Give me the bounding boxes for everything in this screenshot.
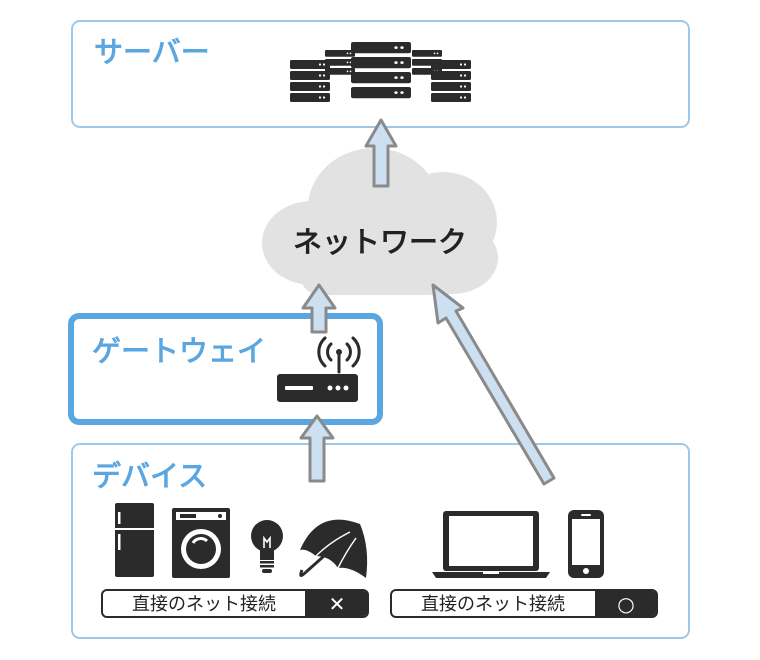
arrow-devices-to-network [431,283,556,486]
no-connection-mark: ✕ [329,592,346,616]
network-cloud: ネットワーク [262,148,498,295]
server-title: サーバー [94,35,210,69]
connection-label: 直接のネット接続 [421,594,565,615]
laptop-icon [432,511,550,578]
router-icon [277,374,358,402]
smartphone-icon [568,510,604,578]
devices-title: デバイス [92,459,207,493]
light-bulb-icon [251,520,283,573]
network-label: ネットワーク [293,225,467,259]
connection-label: 直接のネット接続 [132,594,276,615]
washing-machine-icon [172,508,230,578]
gateway-box: ゲートウェイ [68,313,383,425]
connection-pill-left: 直接のネット接続 ✕ [101,589,369,618]
gateway-title: ゲートウェイ [92,334,266,368]
arrow-devices-to-gateway [299,414,335,483]
has-connection-mark: ○ [617,592,634,616]
connection-pill-right: 直接のネット接続 ○ [390,589,658,618]
refrigerator-icon [115,503,154,577]
wifi-signal-icon [317,336,361,374]
arrow-gateway-to-network [301,283,337,334]
umbrella-icon [299,519,368,578]
arrow-network-to-server [364,118,398,188]
